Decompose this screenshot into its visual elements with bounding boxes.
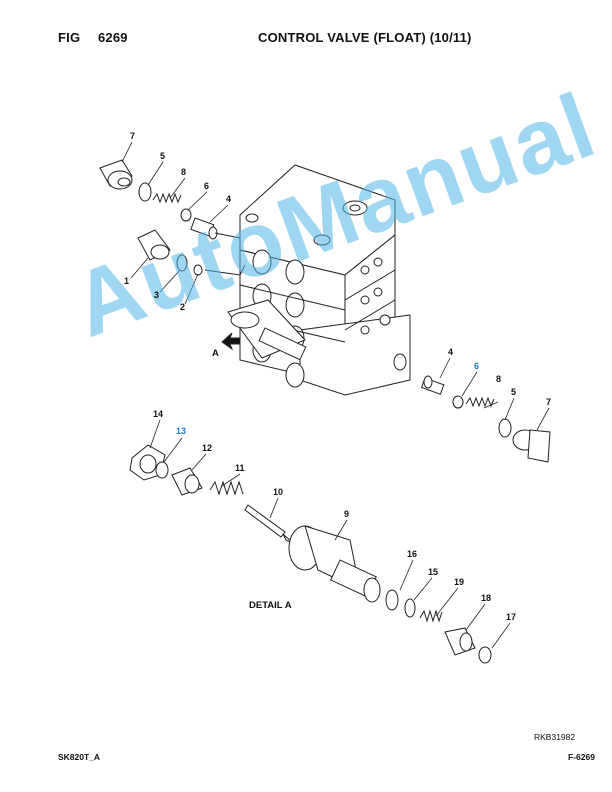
callout-9: 9 (344, 509, 350, 519)
callout-6-right: 6 (474, 361, 480, 371)
callout-8-upper: 8 (181, 167, 187, 177)
callout-10: 10 (273, 487, 284, 497)
fig-label: FIG (58, 30, 81, 45)
poppet-4-upper (190, 217, 218, 240)
spring-19 (419, 609, 443, 623)
view-label-a: A (212, 348, 219, 359)
o-ring-16 (385, 589, 399, 611)
plug-1 (137, 229, 171, 261)
piston-18 (444, 627, 476, 656)
reference-code: RKB31982 (534, 732, 576, 742)
ring-17 (478, 646, 492, 664)
footer-page-number: F-6269 (568, 752, 595, 762)
ring-15 (404, 598, 416, 618)
callout-7-right: 7 (546, 397, 552, 407)
detail-label: DETAIL A (249, 600, 292, 611)
o-ring-13 (155, 461, 169, 479)
plug-7-right (512, 429, 551, 463)
callout-6-upper: 6 (204, 181, 210, 191)
washer-6-right (452, 395, 464, 409)
callout-13: 13 (176, 426, 187, 436)
callout-18: 18 (481, 593, 492, 603)
page-title: CONTROL VALVE (FLOAT) (10/11) (258, 30, 472, 45)
o-ring-3 (176, 254, 188, 272)
callout-16: 16 (407, 549, 418, 559)
callout-5-upper: 5 (160, 151, 166, 161)
spring-8-upper (152, 192, 182, 204)
view-arrow (221, 332, 241, 351)
callout-12: 12 (202, 443, 213, 453)
callout-14: 14 (153, 409, 164, 419)
callout-8-right: 8 (496, 374, 502, 384)
callout-17: 17 (506, 612, 517, 622)
o-ring-5-upper (138, 182, 152, 202)
spool-assembly (227, 299, 307, 361)
callout-4-upper: 4 (226, 194, 232, 204)
valve-body (239, 164, 411, 396)
callout-11: 11 (235, 463, 245, 473)
callout-15: 15 (428, 567, 439, 577)
spring-8-right (465, 396, 495, 408)
washer-6-upper (180, 208, 192, 222)
spring-11 (209, 480, 244, 496)
callout-7-upper: 7 (130, 131, 136, 141)
callout-2: 2 (180, 302, 186, 312)
callout-5-right: 5 (511, 387, 517, 397)
sleeve-9 (288, 525, 381, 603)
callout-19: 19 (454, 577, 465, 587)
seat-12 (171, 467, 203, 496)
footer-model: SK820T_A (58, 752, 101, 762)
callout-4-right: 4 (448, 347, 454, 357)
fig-number: 6269 (98, 30, 128, 45)
callout-3: 3 (154, 290, 160, 300)
plug-7-upper (99, 159, 133, 190)
pin-10 (244, 504, 295, 545)
o-ring-5-right (498, 418, 512, 438)
callout-1: 1 (124, 276, 130, 286)
poppet-4-right (420, 375, 445, 395)
